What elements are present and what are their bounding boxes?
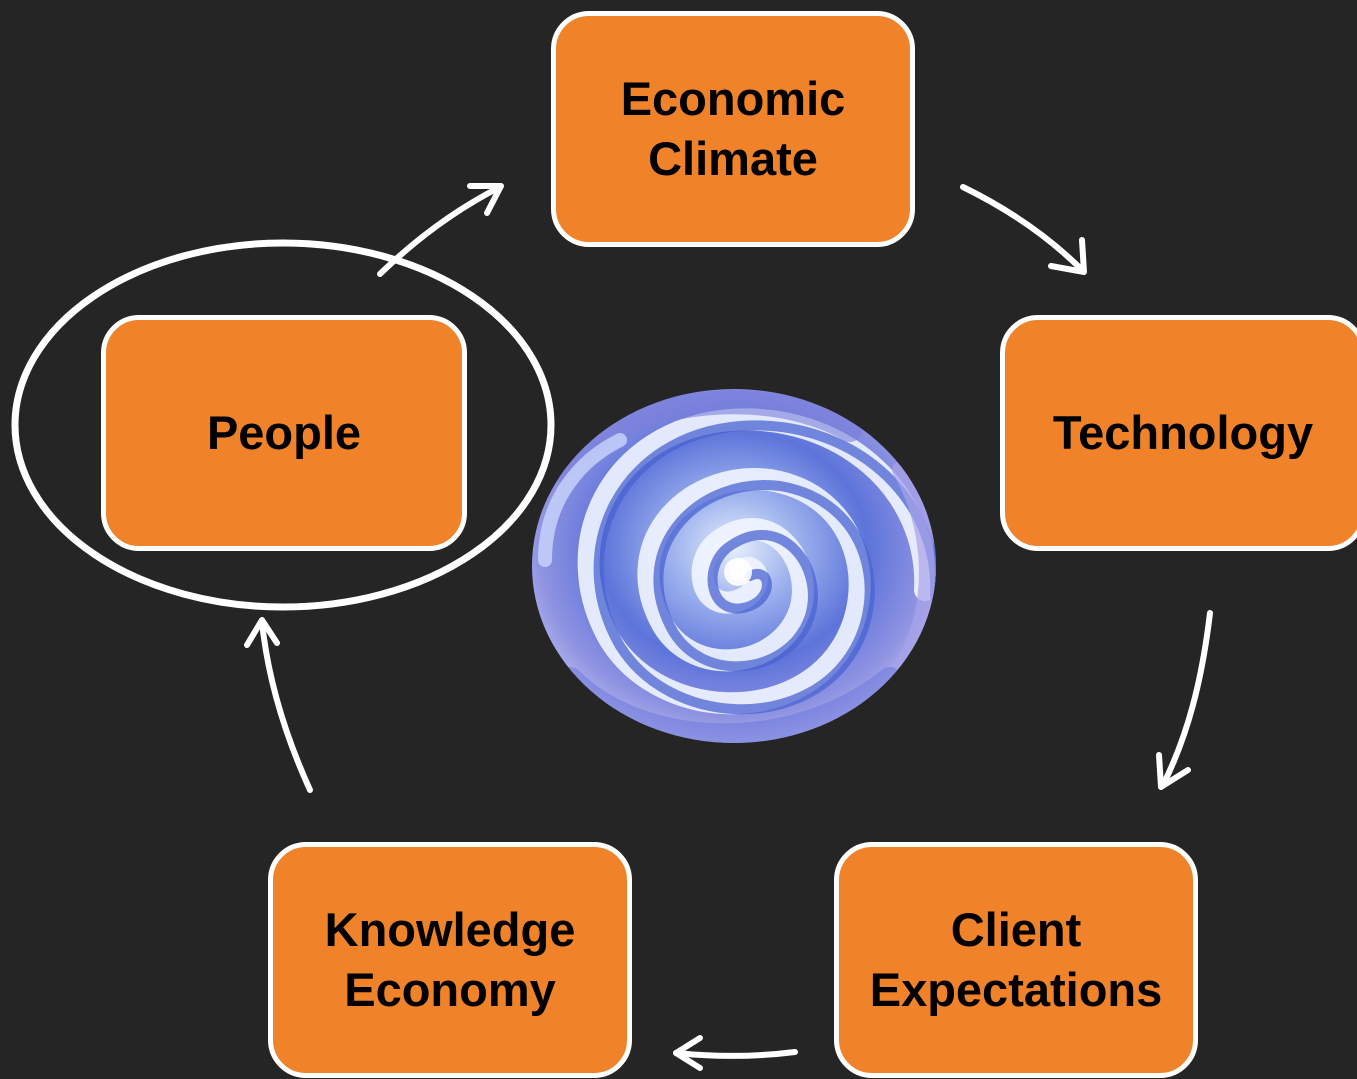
knowledge-economy-label: Knowledge Economy [324,903,576,1016]
client-expectations-node: Client Expectations [834,842,1198,1078]
economic-climate-label: Economic Climate [620,72,846,185]
technology-node: Technology [1000,315,1357,551]
client-expectations-label: Client Expectations [869,903,1163,1016]
technology-label: Technology [1052,406,1314,460]
knowledge-economy-node: Knowledge Economy [268,842,632,1078]
economic-climate-node: Economic Climate [551,11,915,247]
people-node: People [101,315,467,551]
people-label: People [206,406,362,460]
